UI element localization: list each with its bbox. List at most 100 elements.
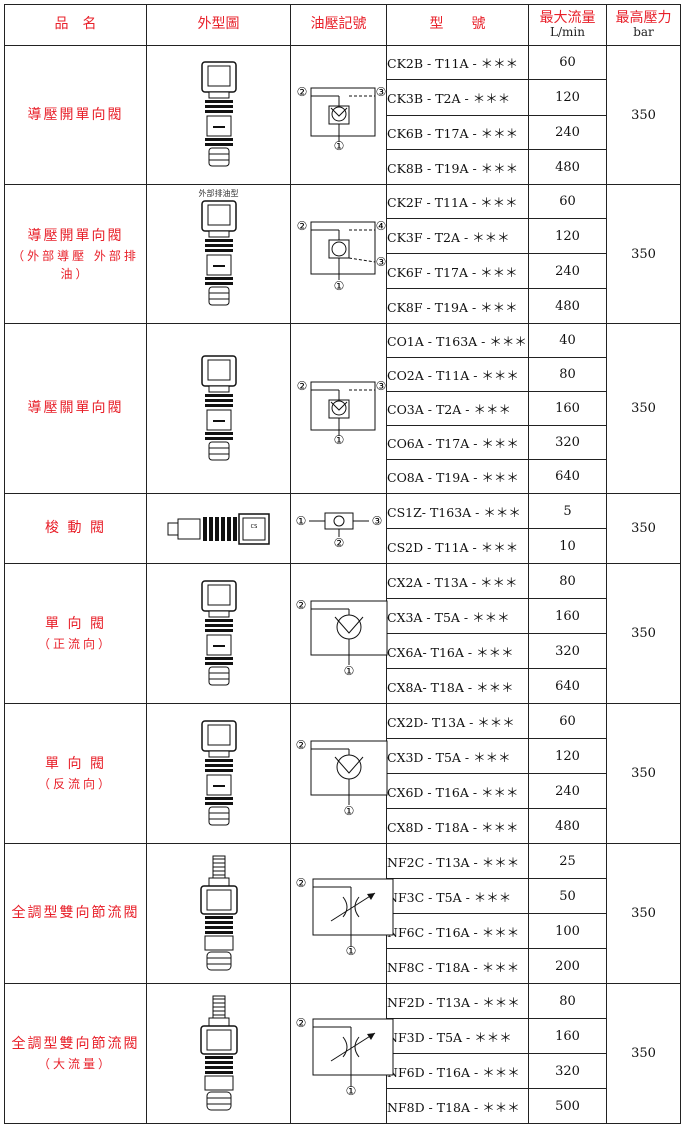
product-name: 導壓開單向閥 bbox=[27, 106, 124, 123]
product-subname: （外部導壓 外部排油） bbox=[12, 248, 139, 281]
valve-picture-cell bbox=[146, 843, 291, 984]
hydraulic-symbol-cell: ② ③ ① bbox=[290, 323, 387, 494]
max-flow-value: 50 bbox=[528, 878, 607, 914]
svg-text:①: ① bbox=[334, 433, 345, 446]
max-pressure-label: 最高壓力 bbox=[615, 9, 672, 26]
max-flow-unit: L/min bbox=[550, 25, 585, 40]
picture-note: 外部排油型 bbox=[198, 189, 239, 198]
model-number: NF2D - T13A - ＊＊＊ bbox=[386, 983, 529, 1019]
product-name: 導壓關單向閥 bbox=[27, 400, 124, 416]
max-flow-value: 100 bbox=[528, 913, 607, 949]
model-number: NF8C - T18A - ＊＊＊ bbox=[386, 948, 529, 984]
max-flow-value: 60 bbox=[528, 703, 607, 739]
max-flow-value: 120 bbox=[528, 218, 607, 254]
svg-text:②: ② bbox=[296, 598, 307, 612]
max-flow-label: 最大流量 bbox=[539, 9, 596, 26]
max-pressure-unit: bar bbox=[633, 25, 654, 40]
model-row: CK3B - T2A - ＊＊＊120 bbox=[5, 79, 681, 116]
model-row: NF6D - T16A - ＊＊＊320 bbox=[5, 1053, 681, 1089]
cartridge-valve-image bbox=[147, 199, 290, 309]
svg-text:①: ① bbox=[296, 514, 307, 528]
max-flow-value: 120 bbox=[528, 79, 607, 116]
svg-text:③: ③ bbox=[376, 85, 387, 99]
model-row: NF6C - T16A - ＊＊＊100 bbox=[5, 913, 681, 949]
valve-picture-cell: CS bbox=[146, 493, 291, 564]
max-flow-value: 60 bbox=[528, 184, 607, 219]
model-number: NF2C - T13A - ＊＊＊ bbox=[386, 843, 529, 879]
model-row: CO8A - T19A - ＊＊＊640 bbox=[5, 459, 681, 494]
model-row: CK6F - T17A - ＊＊＊240 bbox=[5, 253, 681, 289]
max-flow-value: 480 bbox=[528, 288, 607, 324]
hydraulic-symbol-diagram: ② ③ ① bbox=[291, 372, 387, 446]
model-number: CO1A - T163A - ＊＊＊ bbox=[386, 323, 529, 358]
product-name: 單 向 閥 bbox=[45, 616, 106, 632]
svg-text:②: ② bbox=[297, 85, 308, 99]
model-number: CO8A - T19A - ＊＊＊ bbox=[386, 459, 529, 494]
cartridge-valve-image bbox=[147, 719, 290, 829]
valve-picture-cell bbox=[146, 983, 291, 1124]
model-row: CX3D - T5A - ＊＊＊120 bbox=[5, 738, 681, 774]
product-name-cell: 全調型雙向節流閥（大流量） bbox=[4, 983, 147, 1124]
model-number: CK8F - T19A - ＊＊＊ bbox=[386, 288, 529, 324]
product-name: 梭 動 閥 bbox=[45, 520, 106, 536]
product-name: 單 向 閥 bbox=[45, 756, 106, 772]
svg-text:①: ① bbox=[346, 944, 357, 958]
valve-picture-cell bbox=[146, 45, 291, 185]
svg-text:②: ② bbox=[297, 379, 308, 393]
max-pressure-value: 350 bbox=[606, 184, 681, 324]
product-subname: （大流量） bbox=[37, 1057, 113, 1071]
valve-picture-cell: 外部排油型 bbox=[146, 184, 291, 324]
max-flow-value: 10 bbox=[528, 528, 607, 564]
model-row: CS2D - T11A - ＊＊＊10 bbox=[5, 528, 681, 564]
svg-text:②: ② bbox=[297, 219, 308, 233]
model-row: NF8C - T18A - ＊＊＊200 bbox=[5, 948, 681, 984]
product-subname: （反流向） bbox=[37, 777, 113, 791]
model-number: CX3A - T5A - ＊＊＊ bbox=[386, 598, 529, 634]
product-name-cell: 梭 動 閥 bbox=[4, 493, 147, 564]
cartridge-valve-image bbox=[147, 60, 290, 170]
max-flow-value: 5 bbox=[528, 493, 607, 529]
max-flow-value: 480 bbox=[528, 149, 607, 185]
header-model: 型 號 bbox=[386, 4, 529, 46]
model-number: CS1Z- T163A - ＊＊＊ bbox=[386, 493, 529, 529]
model-number: CK8B - T19A - ＊＊＊ bbox=[386, 149, 529, 185]
model-number: CK6B - T17A - ＊＊＊ bbox=[386, 115, 529, 150]
model-number: CX6A- T16A - ＊＊＊ bbox=[386, 633, 529, 669]
max-flow-value: 120 bbox=[528, 738, 607, 774]
max-flow-value: 80 bbox=[528, 983, 607, 1019]
header-symbol: 油壓記號 bbox=[290, 4, 387, 46]
product-name: 全調型雙向節流閥 bbox=[11, 905, 140, 921]
max-pressure-value: 350 bbox=[606, 493, 681, 564]
svg-text:②: ② bbox=[296, 1016, 307, 1030]
model-number: CX2D- T13A - ＊＊＊ bbox=[386, 703, 529, 739]
cartridge-valve-image: CS bbox=[147, 511, 290, 547]
max-pressure-value: 350 bbox=[606, 45, 681, 185]
max-flow-value: 240 bbox=[528, 253, 607, 289]
max-flow-value: 80 bbox=[528, 563, 607, 599]
svg-text:③: ③ bbox=[376, 379, 387, 393]
model-number: CO2A - T11A - ＊＊＊ bbox=[386, 357, 529, 392]
model-number: CO3A - T2A - ＊＊＊ bbox=[386, 391, 529, 426]
model-row: CX6A- T16A - ＊＊＊320 bbox=[5, 633, 681, 669]
max-pressure-value: 350 bbox=[606, 563, 681, 704]
header-appearance: 外型圖 bbox=[146, 4, 291, 46]
max-flow-value: 60 bbox=[528, 45, 607, 80]
cartridge-valve-image bbox=[147, 354, 290, 464]
model-number: CK3F - T2A - ＊＊＊ bbox=[386, 218, 529, 254]
svg-text:CS: CS bbox=[250, 524, 257, 530]
